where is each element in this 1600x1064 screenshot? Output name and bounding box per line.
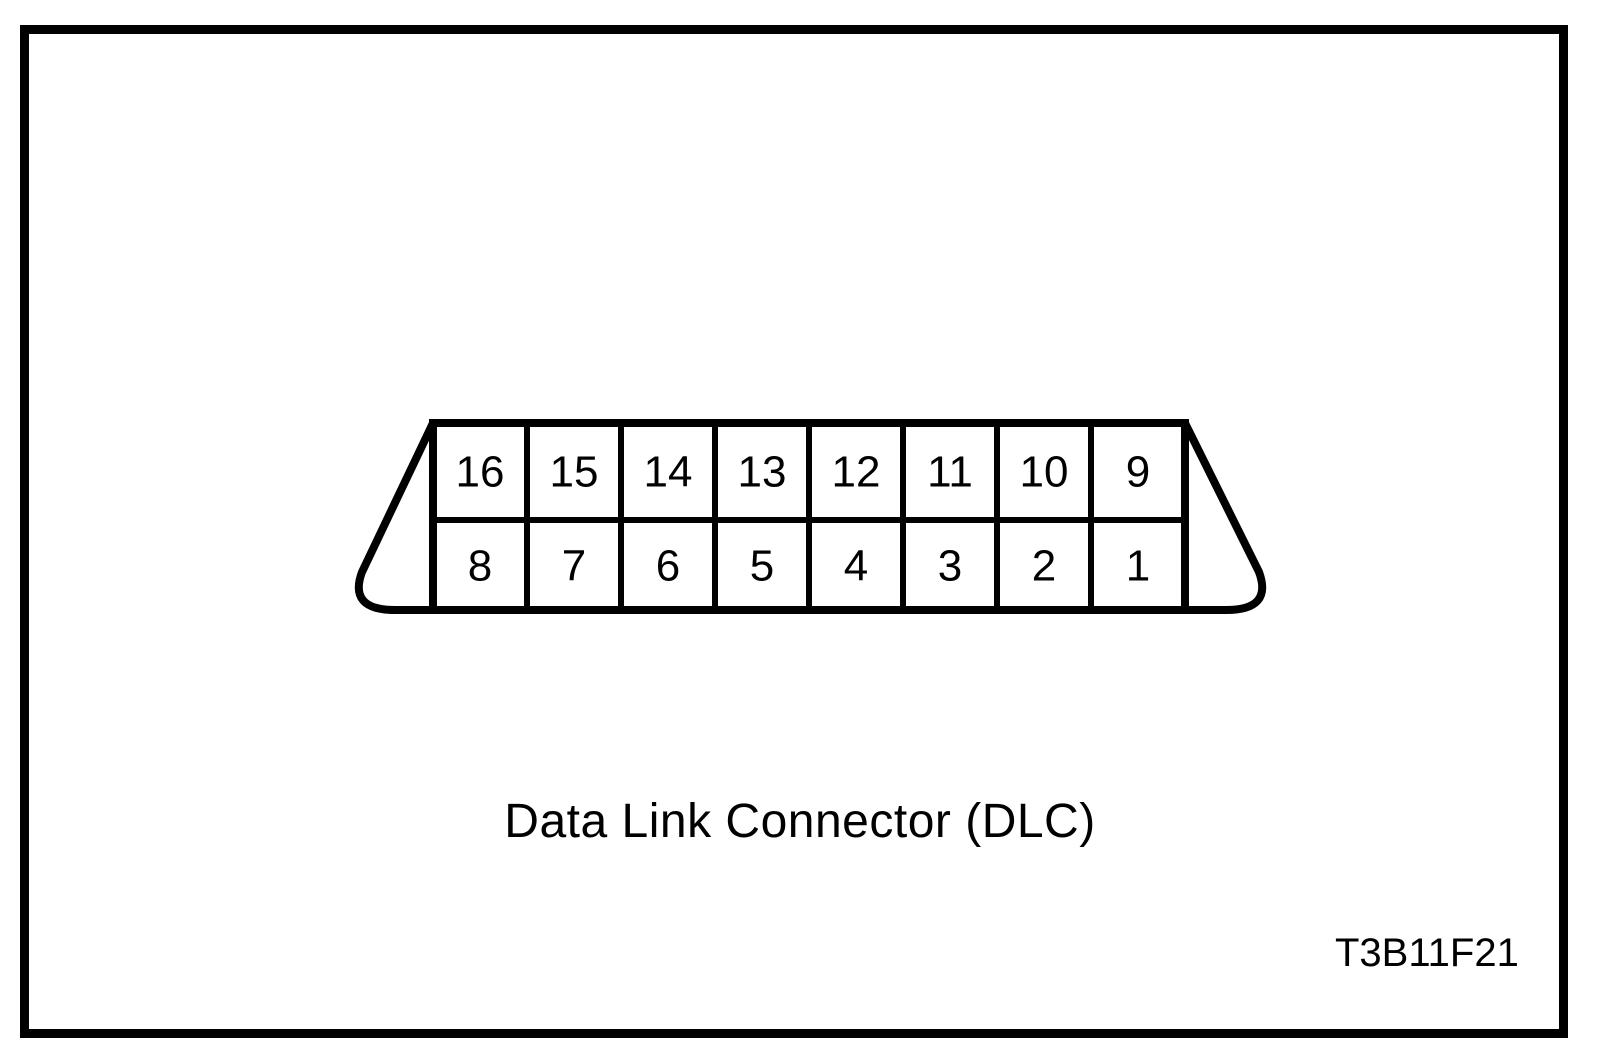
pin-label-1: 1 [1126,542,1150,591]
pin-label-15: 15 [550,448,599,497]
pin-label-11: 11 [927,448,973,497]
figure-caption: Data Link Connector (DLC) [504,795,1096,848]
pin-label-5: 5 [750,542,774,591]
pin-label-7: 7 [562,542,586,591]
pin-label-13: 13 [738,448,787,497]
pin-label-12: 12 [832,448,881,497]
pin-label-14: 14 [644,448,693,497]
pin-label-8: 8 [468,542,492,591]
figure-code: T3B11F21 [1335,931,1519,975]
pin-label-2: 2 [1032,542,1056,591]
pin-label-6: 6 [656,542,680,591]
pin-label-16: 16 [456,448,505,497]
pin-label-4: 4 [844,542,868,591]
pin-grid-lines [433,423,1185,610]
pin-label-9: 9 [1126,448,1150,497]
pin-label-10: 10 [1020,448,1069,497]
dlc-connector-diagram: 16 15 14 13 12 11 10 9 8 7 6 5 4 3 2 1 [354,419,1267,614]
pin-label-3: 3 [938,542,962,591]
